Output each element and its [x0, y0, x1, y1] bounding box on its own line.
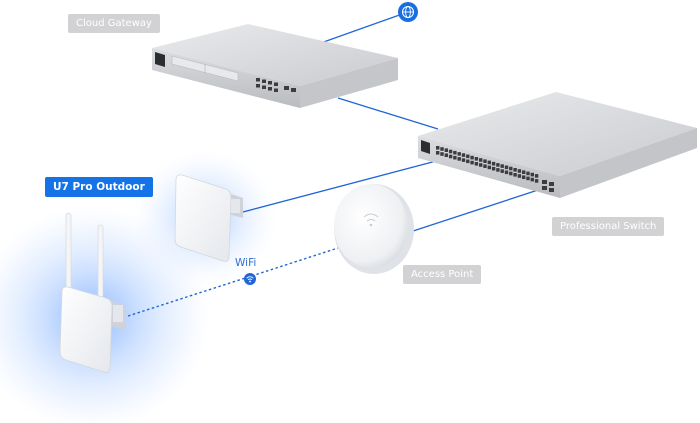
switch-port	[500, 164, 504, 168]
switch-port	[461, 153, 466, 157]
switch-port	[496, 163, 500, 167]
switch-port	[466, 154, 470, 159]
switch-port	[509, 171, 513, 176]
switch-port	[522, 175, 526, 179]
switch-port	[474, 157, 479, 161]
switch-port	[436, 146, 440, 150]
outdoor-ap-panel	[174, 174, 243, 262]
switch-port	[440, 147, 444, 151]
switch-port	[522, 170, 526, 174]
switch-port	[474, 162, 479, 166]
switch-port	[496, 168, 500, 172]
cloud-gateway-label: Cloud Gateway	[68, 14, 160, 33]
switch-port	[483, 159, 487, 163]
link-switch-outdoor	[242, 159, 441, 213]
switch-port	[466, 159, 470, 164]
switch-port	[517, 169, 522, 173]
switch-port	[470, 160, 474, 165]
switch-port	[513, 173, 517, 177]
access-point-device	[334, 184, 414, 274]
switch-port	[436, 151, 440, 155]
professional-switch-label: Professional Switch	[552, 217, 665, 236]
u7-pro-outdoor-device	[59, 212, 126, 373]
switch-port	[534, 179, 539, 183]
wifi-icon	[244, 273, 256, 285]
switch-port	[487, 165, 491, 170]
switch-port	[448, 154, 453, 159]
switch-port	[487, 160, 491, 165]
access-point-label: Access Point	[403, 265, 482, 284]
switch-port	[526, 171, 530, 176]
switch-port	[530, 172, 534, 177]
switch-port	[457, 152, 461, 156]
switch-port	[444, 148, 448, 152]
link-gateway-internet	[317, 11, 409, 45]
switch-port	[491, 166, 496, 171]
link-gateway-switch	[337, 97, 439, 130]
switch-port	[479, 163, 483, 167]
wifi-link-label: WiFi	[235, 257, 257, 269]
cloud-gateway-device	[152, 24, 398, 108]
switch-port	[483, 164, 487, 168]
switch-port	[517, 174, 522, 178]
globe-icon	[398, 2, 418, 22]
switch-port	[453, 155, 457, 160]
professional-switch-device	[418, 92, 697, 198]
switch-port	[530, 177, 534, 182]
switch-port	[504, 165, 509, 170]
switch-port	[440, 152, 444, 156]
switch-port	[461, 158, 466, 162]
switch-port	[457, 157, 461, 161]
switch-port	[453, 150, 457, 155]
switch-port	[470, 155, 474, 160]
switch-port	[491, 161, 496, 166]
switch-port	[534, 174, 539, 178]
u7-pro-outdoor-label: U7 Pro Outdoor	[45, 177, 153, 197]
switch-port	[526, 176, 530, 181]
link-switch-access-point	[406, 189, 539, 234]
switch-port	[509, 166, 513, 171]
switch-port	[504, 170, 509, 175]
switch-port	[448, 149, 453, 154]
wifi-link-dotted	[127, 247, 339, 317]
switch-port	[444, 153, 448, 157]
switch-port	[513, 168, 517, 172]
switch-port	[500, 169, 504, 173]
switch-port	[479, 158, 483, 162]
